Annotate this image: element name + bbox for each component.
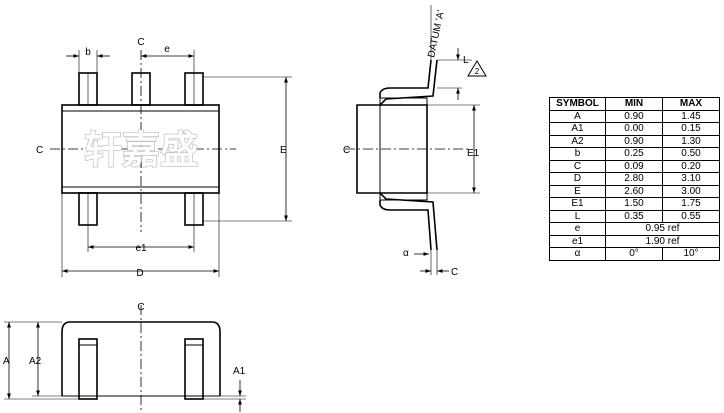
cell-min: 2.80 bbox=[605, 172, 663, 186]
cell-max: 1.45 bbox=[662, 109, 720, 123]
dim-label-C: C bbox=[451, 267, 458, 278]
cell-symbol: e bbox=[549, 222, 606, 236]
cell-symbol: b bbox=[549, 147, 606, 161]
cell-max: 1.75 bbox=[662, 197, 720, 211]
dim-label-b: b bbox=[85, 47, 91, 58]
cell-min: 2.60 bbox=[605, 184, 663, 198]
dim-label-E: E bbox=[280, 145, 287, 156]
side-view: C E1 DATUM 'A' L 2 α C bbox=[343, 5, 487, 278]
centerline-symbol-front: C bbox=[137, 302, 144, 313]
package-body-front bbox=[61, 321, 221, 396]
note-flag-triangle bbox=[467, 60, 487, 77]
side-lead-bottom bbox=[379, 200, 432, 251]
dim-label-A1: A1 bbox=[233, 366, 246, 377]
datum-label: DATUM 'A' bbox=[426, 9, 447, 58]
cell-symbol: E bbox=[549, 184, 606, 198]
cell-symbol: E1 bbox=[549, 197, 606, 211]
cell-symbol: A2 bbox=[549, 134, 606, 148]
cell-min: 1.50 bbox=[605, 197, 663, 211]
cell-min: 0° bbox=[605, 247, 663, 261]
header-max: MAX bbox=[662, 97, 720, 111]
dim-label-alpha: α bbox=[403, 248, 409, 259]
front-view: C A A2 A1 bbox=[3, 302, 246, 412]
dim-label-A2: A2 bbox=[29, 356, 42, 367]
table-header-row: SYMBOL MIN MAX bbox=[549, 97, 720, 111]
dim-label-L: L bbox=[463, 55, 469, 66]
watermark-text: 轩嘉盛 bbox=[84, 127, 198, 172]
cell-ref: 0.95 ref bbox=[605, 222, 720, 236]
cell-min: 0.90 bbox=[605, 109, 663, 123]
cell-max: 0.20 bbox=[662, 159, 720, 173]
cell-symbol: e1 bbox=[549, 234, 606, 248]
cell-max: 0.50 bbox=[662, 147, 720, 161]
cell-symbol: α bbox=[549, 247, 606, 261]
centerline-symbol-side: C bbox=[343, 145, 350, 156]
cell-symbol: A1 bbox=[549, 122, 606, 136]
cell-max: 1.30 bbox=[662, 134, 720, 148]
front-lead-2 bbox=[184, 338, 204, 400]
dim-label-e: e bbox=[164, 44, 170, 55]
cell-symbol: L bbox=[549, 209, 606, 223]
dim-label-A: A bbox=[3, 356, 10, 367]
top-view: 轩嘉盛 b e C C E e1 D bbox=[36, 37, 292, 279]
cell-min: 0.09 bbox=[605, 159, 663, 173]
header-min: MIN bbox=[605, 97, 663, 111]
cell-symbol: D bbox=[549, 172, 606, 186]
side-lead-top bbox=[379, 59, 432, 98]
cell-max: 3.00 bbox=[662, 184, 720, 198]
cell-min: 0.35 bbox=[605, 209, 663, 223]
header-symbol: SYMBOL bbox=[549, 97, 606, 111]
note-flag-number: 2 bbox=[475, 67, 480, 76]
dim-label-D: D bbox=[136, 268, 143, 279]
cell-ref: 1.90 ref bbox=[605, 234, 720, 248]
cell-max: 0.55 bbox=[662, 209, 720, 223]
cell-symbol: C bbox=[549, 159, 606, 173]
cell-min: 0.25 bbox=[605, 147, 663, 161]
cell-min: 0.00 bbox=[605, 122, 663, 136]
centerline-symbol-left: C bbox=[36, 145, 43, 156]
cell-max: 0.15 bbox=[662, 122, 720, 136]
dim-label-e1: e1 bbox=[135, 243, 147, 254]
front-lead-1 bbox=[78, 338, 98, 400]
cell-symbol: A bbox=[549, 109, 606, 123]
centerline-symbol-top: C bbox=[137, 37, 144, 48]
cell-min: 0.90 bbox=[605, 134, 663, 148]
dim-label-E1: E1 bbox=[467, 148, 480, 159]
cell-max: 3.10 bbox=[662, 172, 720, 186]
cell-max: 10° bbox=[662, 247, 720, 261]
